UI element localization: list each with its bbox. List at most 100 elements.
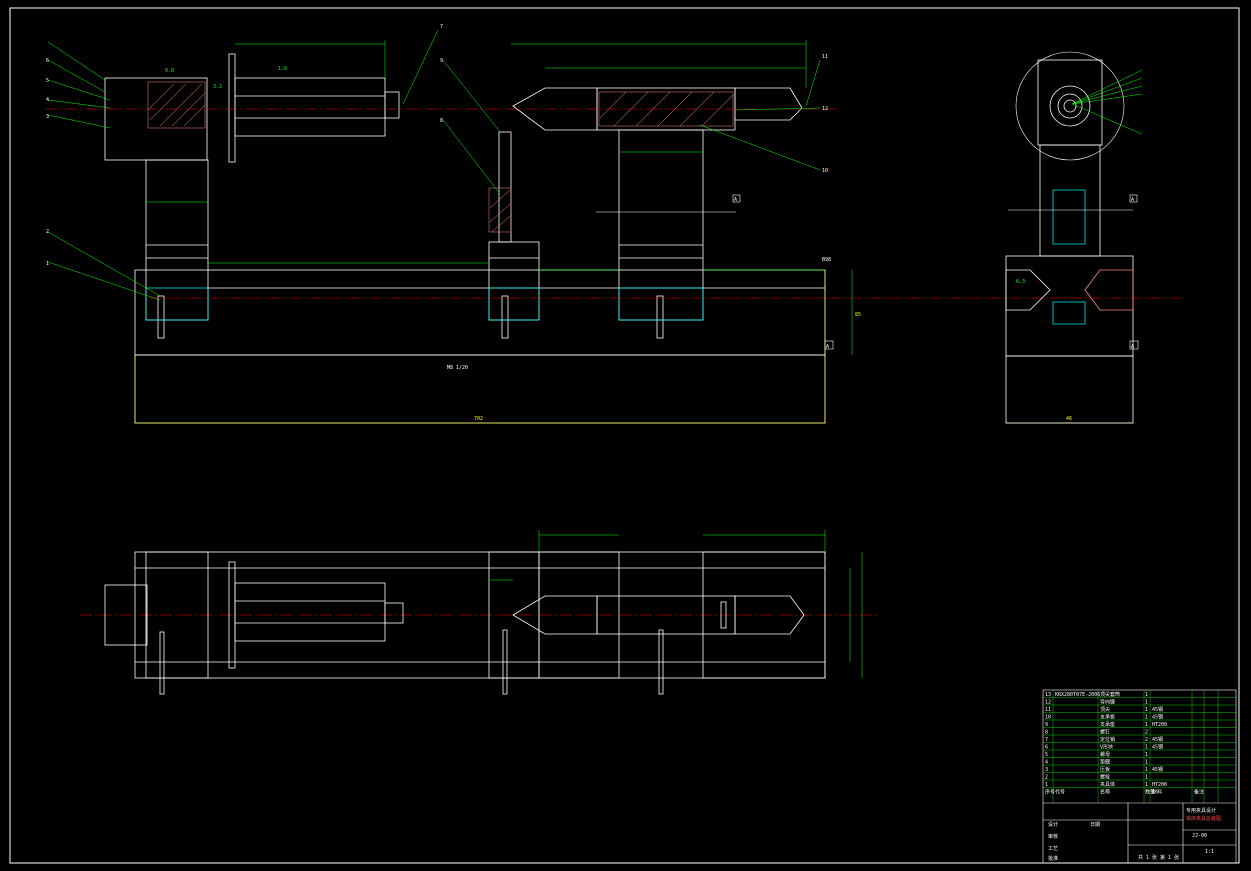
parts-cell-name: 压板 (1100, 766, 1110, 773)
parts-header-material: 材料 (1152, 789, 1162, 796)
balloon-6: 6 (46, 58, 49, 64)
base-note: M8 1/20 (447, 365, 468, 371)
right-center-point (734, 87, 803, 121)
drawing-title: 铣床夹具总装图 (1186, 815, 1221, 822)
scale: 1:1 (1205, 849, 1214, 855)
parts-cell-no: 11 (1045, 707, 1051, 713)
parts-cell-no: 12 (1045, 700, 1051, 706)
left-column (145, 159, 209, 321)
parts-cell-qty: 1 (1145, 760, 1148, 766)
parts-header-name: 名称 (1100, 789, 1110, 796)
parts-cell-qty: 1 (1145, 752, 1148, 758)
section-mark-a1: A (734, 197, 737, 203)
roughness-3: 3.2 (213, 84, 222, 90)
parts-cell-qty: 1 (1145, 782, 1148, 788)
center-lines (45, 108, 1185, 616)
front-base-lower (134, 354, 826, 424)
dimension-lines (47, 29, 853, 355)
parts-list-grid (1052, 690, 1219, 803)
parts-cell-no: 1 (1045, 782, 1048, 788)
section-marks: A A A A (596, 194, 1139, 350)
balloon-12: 12 (822, 106, 828, 112)
right-column (618, 129, 704, 321)
vertical-plate (228, 53, 236, 163)
sign-design: 设计 (1048, 821, 1058, 828)
parts-header-note: 备注 (1194, 789, 1204, 796)
title-block-texts: 专用夹具设计 铣床夹具总装图 JJ-00 1:1 共 1 张 第 1 张 设计 … (1048, 807, 1221, 862)
parts-cell-no: 9 (1045, 722, 1048, 728)
side-base-lower (1005, 355, 1134, 424)
front-hatching (147, 81, 734, 233)
parts-cell-name: 导向键 (1100, 699, 1115, 706)
parts-cell-no: 3 (1045, 767, 1048, 773)
dim-overall-length: 702 (474, 416, 483, 422)
balloon-7: 7 (440, 24, 443, 30)
parts-cell-qty: 1 (1145, 722, 1148, 728)
roughness-2: 1.6 (278, 66, 287, 72)
dim-side-width: 46 (1066, 416, 1072, 422)
parts-cell-name: 支承座 (1100, 721, 1115, 728)
parts-header-qty: 数量 (1145, 789, 1155, 796)
parts-cell-qty: 1 (1145, 745, 1148, 751)
balloon-2: 2 (46, 229, 49, 235)
balloon-5: 5 (46, 78, 49, 84)
parts-cell-name: V形块 (1100, 744, 1113, 751)
parts-cell-no: 8 (1045, 730, 1048, 736)
side-balloons (1071, 69, 1143, 135)
parts-header-no: 序号 (1045, 789, 1055, 796)
balloon-3: 3 (46, 114, 49, 120)
parts-cell-no: 5 (1045, 752, 1048, 758)
balloon-10: 10 (822, 168, 828, 174)
side-top-block (1037, 59, 1103, 146)
parts-cell-material: 45钢 (1152, 706, 1163, 713)
dim-height: 85 (855, 312, 861, 318)
drawing-border (9, 7, 1240, 864)
parts-cell-material: HT200 (1152, 722, 1167, 728)
section-mark-a2: A (1131, 197, 1134, 203)
parts-cell-no: 10 (1045, 715, 1051, 721)
roughness-1: 0.8 (165, 68, 174, 74)
top-dims (489, 530, 863, 678)
parts-cell-qty: 1 (1145, 715, 1148, 721)
long-bar (234, 77, 386, 137)
drawing-number: JJ-00 (1192, 833, 1207, 839)
parts-cell-qty: 1 (1145, 775, 1148, 781)
balloon-9: 9 (440, 58, 443, 64)
left-center-point (512, 87, 598, 131)
parts-cell-material: 45钢 (1152, 766, 1163, 773)
parts-cell-qty: 1 (1145, 700, 1148, 706)
parts-cell-no: 4 (1045, 760, 1048, 766)
drawing-subtitle: 专用夹具设计 (1186, 807, 1216, 814)
side-circle (1015, 51, 1125, 161)
balloon-1: 1 (46, 261, 49, 267)
sign-review: 审核 (1048, 833, 1058, 840)
roughness-symbols: 0.8 1.6 3.2 6.3 (165, 66, 1025, 285)
dimension-texts: 702 85 M8 1/20 46 B98 (447, 257, 1072, 422)
parts-header-code: 代号 (1055, 789, 1065, 796)
balloon-8: 8 (440, 118, 443, 124)
parts-cell-name: 顶尖 (1100, 706, 1110, 713)
sheet-info: 共 1 张 第 1 张 (1138, 854, 1179, 861)
parts-cell-name: 螺钉 (1100, 729, 1110, 736)
parts-cell-no: 2 (1045, 775, 1048, 781)
parts-cell-material: 45钢 (1152, 736, 1163, 743)
side-base (1005, 255, 1134, 357)
side-column (1039, 144, 1101, 257)
parts-cell-qty: 2 (1145, 737, 1148, 743)
parts-cell-name: 螺母 (1100, 751, 1110, 758)
parts-cell-name: 顶尖套筒 (1100, 691, 1120, 698)
balloon-4: 4 (46, 97, 49, 103)
mid-support (488, 241, 540, 321)
parts-cell-name: 夹具体 (1100, 781, 1115, 788)
parts-cell-qty: 1 (1145, 707, 1148, 713)
top-view (104, 551, 826, 695)
parts-cell-code: KRX280T07E-2006 (1055, 692, 1100, 698)
title-block (1042, 689, 1237, 864)
parts-cell-no: 13 (1045, 692, 1051, 698)
front-base (134, 269, 826, 356)
parts-cell-name: 螺栓 (1100, 774, 1110, 781)
parts-cell-material: HT200 (1152, 782, 1167, 788)
datum-note: B98 (822, 257, 831, 263)
